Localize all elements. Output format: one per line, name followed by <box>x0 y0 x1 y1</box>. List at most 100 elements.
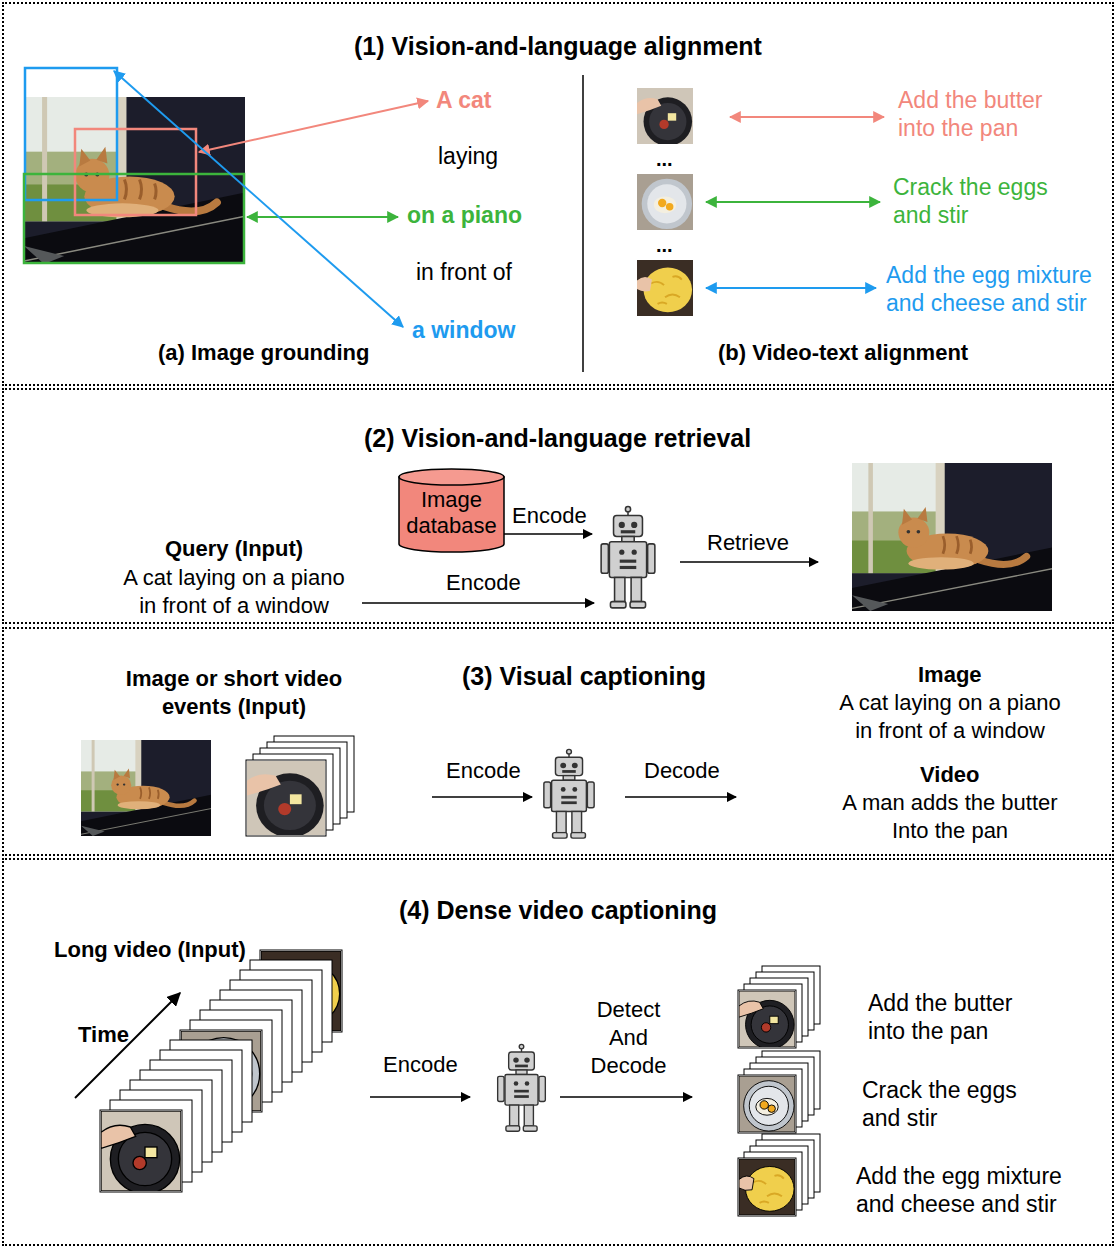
arrow-label-slot: Encode <box>512 502 587 530</box>
caption-text: A cat laying on a piano in front of a wi… <box>832 689 1068 745</box>
phrase-text: a window <box>412 316 516 344</box>
step-text-slot: Add the butter into the pan <box>898 86 1063 142</box>
input-heading: Image or short video events (Input) <box>103 665 365 721</box>
frame-stack <box>738 1134 820 1216</box>
flow-arrow <box>560 1096 692 1098</box>
axis-label-slot: Time <box>78 1021 129 1049</box>
arrow-label-slot: Decode <box>644 757 720 785</box>
sub-caption: (b) Video-text alignment <box>718 339 968 367</box>
flow-arrow <box>680 561 818 563</box>
video-frame <box>637 174 693 230</box>
flow-arrow <box>504 533 592 535</box>
alignment-arrow <box>730 116 884 118</box>
video-frame <box>637 260 693 316</box>
alignment-arrow <box>706 201 880 203</box>
cat-photo <box>81 740 211 836</box>
caption-word-slot: in front of <box>416 258 512 286</box>
arrow-label: Detect And Decode <box>586 996 671 1080</box>
step-text: Crack the eggs and stir <box>862 1076 1037 1132</box>
ellipsis-slot: ... <box>656 147 673 171</box>
phrase-text: on a piano <box>407 201 522 229</box>
output-heading-slot: Video <box>920 761 980 789</box>
arrow-label-slot: Detect And Decode <box>586 996 671 1080</box>
phrase-text-slot: on a piano <box>407 201 522 229</box>
arrow-label-slot: Retrieve <box>707 529 789 557</box>
output-heading: Image <box>918 661 982 689</box>
step-text-slot: Add the butter into the pan <box>868 989 1033 1045</box>
arrow-label: Decode <box>644 757 720 785</box>
cylinder-text: Image database <box>404 487 499 539</box>
panel-title-slot: (2) Vision-and-language retrieval <box>364 424 751 452</box>
arrow-label: Retrieve <box>707 529 789 557</box>
cylinder-top <box>399 469 504 485</box>
grounding-arrow <box>247 216 398 218</box>
cat-photo <box>24 97 245 264</box>
ellipsis: ... <box>656 233 673 257</box>
step-text: Add the egg mixture and cheese and stir <box>856 1162 1081 1218</box>
arrow-label-slot: Encode <box>446 757 521 785</box>
input-heading: Long video (Input) <box>54 936 246 964</box>
step-text-slot: Add the egg mixture and cheese and stir <box>886 261 1111 317</box>
phrase-text-slot: a window <box>412 316 516 344</box>
grounding-arrow <box>199 101 428 152</box>
arrow-label: Encode <box>383 1051 458 1079</box>
input-heading-slot: Query (Input) <box>165 535 303 563</box>
arrow-label-slot: Encode <box>446 569 521 597</box>
phrase-text-slot: A cat <box>436 86 491 114</box>
panel-title: (3) Visual captioning <box>462 662 706 690</box>
ellipsis: ... <box>656 147 673 171</box>
step-text: Add the egg mixture and cheese and stir <box>886 261 1111 317</box>
arrow-label: Encode <box>446 569 521 597</box>
caption-word: laying <box>438 142 498 170</box>
flow-arrow <box>370 1096 470 1098</box>
ellipsis-slot: ... <box>656 233 673 257</box>
long-video-stack <box>100 950 342 1194</box>
caption-word: in front of <box>416 258 512 286</box>
flow-arrow <box>432 796 532 798</box>
bounding-box <box>75 129 196 215</box>
step-text-slot: Crack the eggs and stir <box>893 173 1068 229</box>
robot-icon <box>544 749 594 838</box>
sub-caption-slot: (b) Video-text alignment <box>718 339 968 367</box>
panel-title-slot: (1) Vision-and-language alignment <box>354 32 762 60</box>
frame-stack <box>738 1051 820 1133</box>
caption-text: A man adds the butter Into the pan <box>832 789 1068 845</box>
arrow-label: Encode <box>512 502 587 530</box>
input-heading-slot: Image or short video events (Input) <box>103 665 365 721</box>
step-text: Add the butter into the pan <box>898 86 1063 142</box>
panel-title-slot: (3) Visual captioning <box>462 662 706 690</box>
bounding-box <box>24 174 244 263</box>
sub-caption-slot: (a) Image grounding <box>158 339 369 367</box>
step-text: Crack the eggs and stir <box>893 173 1068 229</box>
robot-icon <box>498 1044 546 1131</box>
input-heading: Query (Input) <box>165 535 303 563</box>
caption-word-slot: laying <box>438 142 498 170</box>
video-frame <box>637 88 693 146</box>
panel-title-slot: (4) Dense video captioning <box>399 896 717 924</box>
frame-stack <box>246 736 354 837</box>
phrase-text: A cat <box>436 86 491 114</box>
output-heading-slot: Image <box>918 661 982 689</box>
robot-icon <box>601 507 655 608</box>
database-cylinder: Image database <box>398 468 505 553</box>
panel-title: (4) Dense video captioning <box>399 896 717 924</box>
frame-stack <box>738 966 820 1049</box>
sub-caption: (a) Image grounding <box>158 339 369 367</box>
step-text: Add the butter into the pan <box>868 989 1033 1045</box>
query-text-slot: A cat laying on a piano in front of a wi… <box>116 564 352 620</box>
cylinder-body <box>399 477 504 552</box>
panel-title: (2) Vision-and-language retrieval <box>364 424 751 452</box>
panel-title: (1) Vision-and-language alignment <box>354 32 762 60</box>
alignment-arrow <box>706 287 876 289</box>
axis-label: Time <box>78 1021 129 1049</box>
query-text: A cat laying on a piano in front of a wi… <box>116 564 352 620</box>
input-heading-slot: Long video (Input) <box>54 936 246 964</box>
flow-arrow <box>625 796 736 798</box>
arrow-label: Encode <box>446 757 521 785</box>
caption-text-slot: A man adds the butter Into the pan <box>832 789 1068 845</box>
step-text-slot: Crack the eggs and stir <box>862 1076 1037 1132</box>
arrow-label-slot: Encode <box>383 1051 458 1079</box>
divider-line <box>582 75 584 372</box>
caption-text-slot: A cat laying on a piano in front of a wi… <box>832 689 1068 745</box>
